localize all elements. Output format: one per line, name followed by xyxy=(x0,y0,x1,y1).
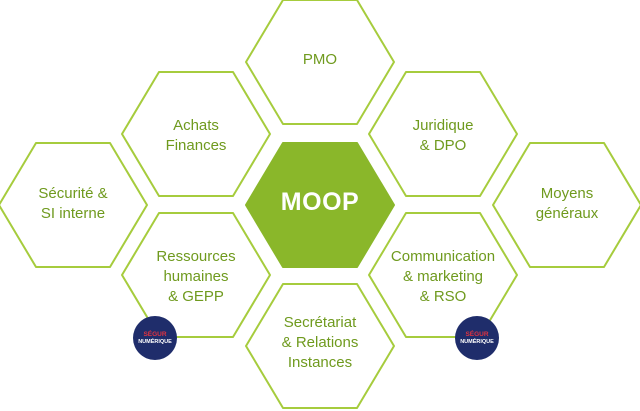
hex-center-moop xyxy=(245,142,395,268)
segur-numerique-badge-left: SÉGUR NUMÉRIQUE xyxy=(133,316,177,360)
hex-label-rh: Ressources humaines & GEPP xyxy=(156,248,236,305)
hex-label-secretariat: Secrétariat & Relations Instances xyxy=(281,314,359,371)
badge-top-text: SÉGUR xyxy=(143,330,167,338)
hex-label-moyens: Moyens généraux xyxy=(535,185,599,222)
hex-label-achats: Achats Finances xyxy=(165,117,227,154)
hex-securite xyxy=(0,142,148,268)
hex-label-juridique: Juridique & DPO xyxy=(412,117,474,154)
hex-label-pmo: PMO xyxy=(302,51,338,68)
segur-numerique-badge-right: SÉGUR NUMÉRIQUE xyxy=(455,316,499,360)
badge-bottom-text: NUMÉRIQUE xyxy=(138,338,172,345)
hex-pmo xyxy=(245,0,395,125)
hex-secretariat xyxy=(245,283,395,409)
hex-comm xyxy=(368,212,518,338)
hex-label-comm: Communication & marketing & RSO xyxy=(390,248,496,305)
badge-top-text: SÉGUR xyxy=(465,330,489,338)
hex-moyens xyxy=(492,142,640,268)
center-label-moop: MOOP xyxy=(280,188,360,216)
hex-juridique xyxy=(368,71,518,197)
hex-label-securite: Sécurité & SI interne xyxy=(38,185,108,222)
hex-achats xyxy=(121,71,271,197)
badge-bottom-text: NUMÉRIQUE xyxy=(460,338,494,345)
